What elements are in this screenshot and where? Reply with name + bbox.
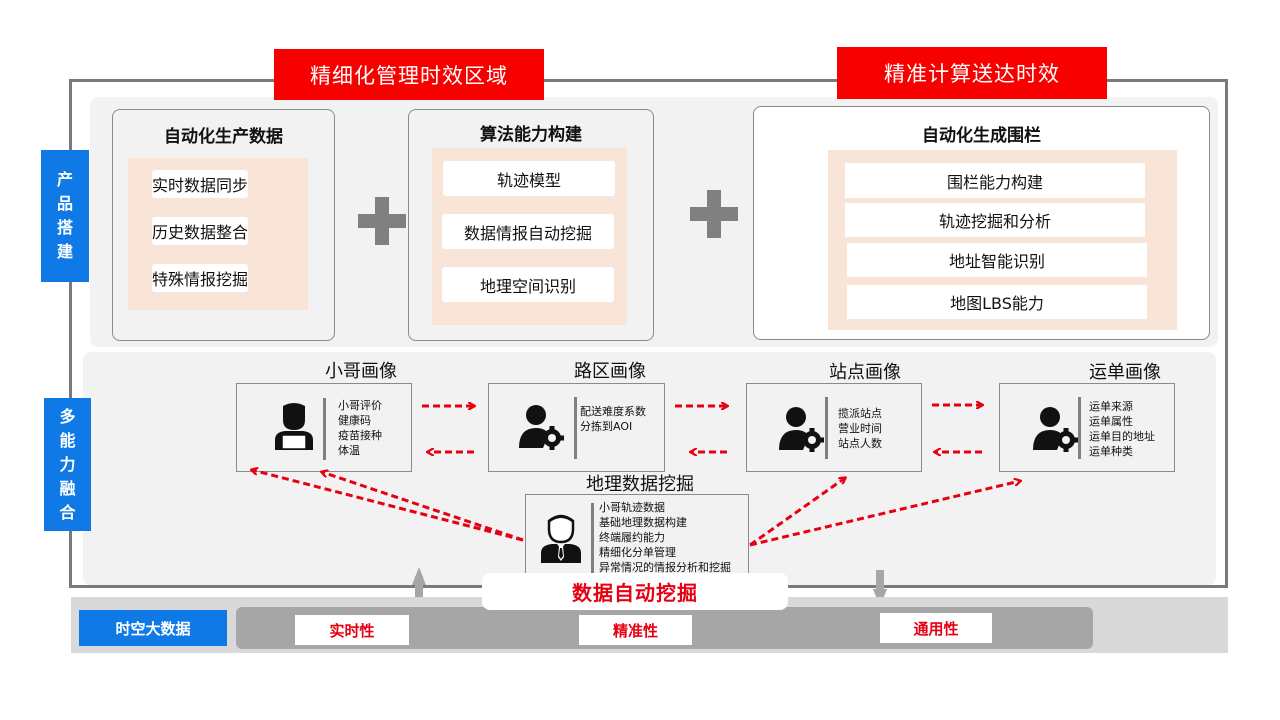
user-gear-icon: [519, 405, 564, 450]
portrait-box-station: 揽派站点 营业时间 站点人数: [746, 383, 922, 472]
arrow-geo-to-courier: [252, 470, 524, 542]
portrait-line: 运单来源: [1089, 400, 1133, 413]
side-tag-char: 产: [56, 170, 73, 189]
businessman-icon: [541, 514, 581, 563]
card-title: 自动化生成围栏: [922, 126, 1041, 146]
portrait-line: 揽派站点: [838, 407, 882, 420]
side-tag-multi-capability: 多 能 力 融 合: [44, 398, 91, 531]
side-tag-char: 多: [59, 406, 76, 426]
card-auto-fence: 自动化生成围栏 围栏能力构建 轨迹挖掘和分析 地址智能识别 地图LBS能力: [753, 106, 1210, 340]
side-tag-char: 建: [56, 242, 73, 261]
divider: [591, 503, 594, 573]
geo-mining-lines: 小哥轨迹数据 基础地理数据构建 终端履约能力 精细化分单管理 异常情况的情报分析…: [599, 500, 731, 575]
portrait-line: 运单属性: [1089, 415, 1133, 428]
divider: [825, 397, 828, 459]
card-title: 自动化生产数据: [164, 127, 283, 147]
divider: [574, 397, 577, 459]
arrow-geo-to-route: [322, 472, 524, 542]
geo-mining-line: 小哥轨迹数据: [599, 501, 665, 514]
portrait-title: 小哥画像: [325, 361, 397, 382]
portrait-line: 小哥评价: [338, 399, 382, 412]
side-tag-char: 能: [59, 430, 76, 450]
attribute-tag: 精准性: [579, 615, 692, 645]
portrait-box-route-area: 配送难度系数 分拣到AOI: [488, 383, 665, 472]
plus-icon: [358, 197, 406, 245]
portrait-lines: 揽派站点 营业时间 站点人数: [838, 406, 882, 451]
portrait-box-courier: 小哥评价 健康码 疫苗接种 体温: [236, 383, 412, 472]
geo-mining-line: 精细化分单管理: [599, 546, 676, 559]
portrait-lines: 配送难度系数 分拣到AOI: [580, 404, 646, 434]
portrait-line: 运单种类: [1089, 445, 1133, 458]
card-items-area: 实时数据同步 历史数据整合 特殊情报挖掘: [128, 158, 308, 310]
portrait-line: 体温: [338, 444, 360, 457]
card-item: 围栏能力构建: [845, 163, 1145, 198]
plus-icon: [690, 190, 738, 238]
portrait-title: 路区画像: [574, 361, 646, 382]
portrait-line: 疫苗接种: [338, 429, 382, 442]
portrait-line: 健康码: [338, 414, 371, 427]
precise-delivery-title: 精准计算送达时效: [837, 47, 1107, 99]
side-tag-char: 融: [59, 478, 76, 498]
card-items-area: 围栏能力构建 轨迹挖掘和分析 地址智能识别 地图LBS能力: [828, 150, 1177, 330]
card-item: 地址智能识别: [847, 243, 1147, 277]
spatiotemporal-label: 时空大数据: [79, 610, 227, 646]
data-auto-mining-label: 数据自动挖掘: [482, 573, 788, 610]
card-item: 轨迹模型: [443, 161, 615, 196]
card-item: 特殊情报挖掘: [152, 264, 248, 292]
attribute-tag: 实时性: [295, 615, 409, 645]
user-gear-icon: [779, 407, 824, 452]
portrait-box-waybill: 运单来源 运单属性 运单目的地址 运单种类: [999, 383, 1175, 472]
portrait-line: 站点人数: [838, 437, 882, 450]
card-auto-production-data: 自动化生产数据 实时数据同步 历史数据整合 特殊情报挖掘: [112, 109, 335, 341]
side-tag-char: 搭: [56, 218, 73, 237]
side-tag-char: 合: [59, 502, 76, 522]
portrait-lines: 运单来源 运单属性 运单目的地址 运单种类: [1089, 399, 1155, 459]
geo-mining-line: 终端履约能力: [599, 531, 665, 544]
geo-mining-box: 小哥轨迹数据 基础地理数据构建 终端履约能力 精细化分单管理 异常情况的情报分析…: [525, 494, 749, 579]
card-algorithm-capability: 算法能力构建 轨迹模型 数据情报自动挖掘 地理空间识别: [408, 109, 654, 341]
arrow-geo-to-station: [749, 478, 845, 547]
portrait-line: 配送难度系数: [580, 405, 646, 418]
divider: [1078, 397, 1081, 459]
side-tag-product-build: 产 品 搭 建: [41, 150, 89, 282]
user-gear-icon: [1033, 407, 1078, 452]
arrow-geo-to-waybill: [749, 481, 1020, 547]
card-item: 轨迹挖掘和分析: [845, 203, 1145, 237]
portrait-lines: 小哥评价 健康码 疫苗接种 体温: [338, 398, 382, 458]
geo-mining-line: 基础地理数据构建: [599, 516, 687, 529]
attribute-tag: 通用性: [880, 613, 992, 643]
side-tag-char: 品: [56, 194, 73, 213]
card-item: 数据情报自动挖掘: [442, 214, 614, 249]
card-item: 实时数据同步: [152, 170, 248, 198]
portrait-title: 运单画像: [1089, 362, 1161, 383]
geo-mining-title: 地理数据挖掘: [586, 474, 694, 495]
card-item: 地理空间识别: [442, 267, 614, 302]
card-title: 算法能力构建: [480, 125, 582, 145]
card-items-area: 轨迹模型 数据情报自动挖掘 地理空间识别: [432, 148, 627, 325]
portrait-line: 运单目的地址: [1089, 430, 1155, 443]
side-tag-char: 力: [59, 454, 76, 474]
portrait-title: 站点画像: [829, 362, 901, 383]
card-item: 地图LBS能力: [847, 285, 1147, 319]
card-item: 历史数据整合: [152, 217, 248, 245]
fine-management-title: 精细化管理时效区域: [274, 49, 544, 100]
portrait-line: 营业时间: [838, 422, 882, 435]
courier-laptop-icon: [275, 403, 313, 450]
divider: [323, 398, 326, 460]
geo-mining-line: 异常情况的情报分析和挖掘: [599, 561, 731, 574]
portrait-line: 分拣到AOI: [580, 420, 633, 433]
